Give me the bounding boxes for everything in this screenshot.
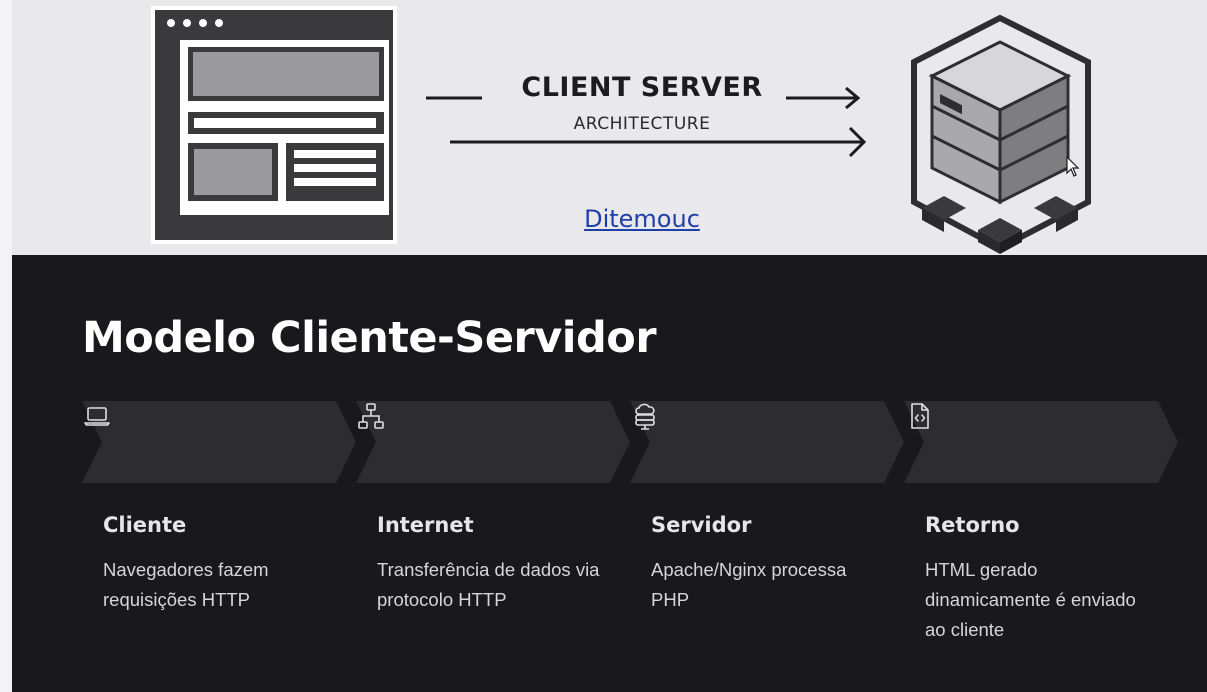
cloud-server-icon — [635, 403, 655, 430]
step-desc-retorno: HTML gerado dinamicamente é enviado ao c… — [925, 559, 1136, 640]
browser-window-icon — [151, 6, 397, 244]
laptop-icon — [84, 407, 110, 426]
step-chevron-internet — [356, 401, 630, 483]
section-title: Modelo Cliente-Servidor — [82, 313, 657, 363]
step-desc-servidor: Apache/Nginx processa PHP — [651, 559, 847, 610]
step-label-internet: Internet — [377, 513, 474, 537]
network-icon — [358, 403, 384, 429]
step-label-servidor: Servidor — [651, 513, 752, 537]
code-file-icon — [911, 403, 929, 429]
server-stack-icon — [911, 14, 1091, 254]
step-chevron-servidor — [630, 401, 904, 483]
content-section: Modelo Cliente-Servidor Cliente Navegado… — [12, 255, 1207, 692]
banner-illustration — [151, 6, 1091, 254]
mouse-cursor-icon — [1066, 155, 1080, 177]
banner-title: CLIENT SERVER — [521, 72, 763, 103]
step-desc-internet: Transferência de dados via protocolo HTT… — [377, 559, 600, 610]
banner-image: CLIENT SERVER ARCHITECTURE Ditemouc — [12, 0, 1207, 255]
step-desc-cliente: Navegadores fazem requisições HTTP — [103, 559, 269, 610]
left-edge — [0, 0, 12, 692]
step-chevron-retorno — [904, 401, 1178, 483]
step-label-cliente: Cliente — [103, 513, 187, 537]
step-chevron-cliente — [82, 401, 356, 483]
arrows — [426, 86, 867, 158]
banner-subtitle: ARCHITECTURE — [573, 114, 711, 134]
banner-link[interactable]: Ditemouc — [584, 205, 700, 233]
step-label-retorno: Retorno — [925, 513, 1020, 537]
